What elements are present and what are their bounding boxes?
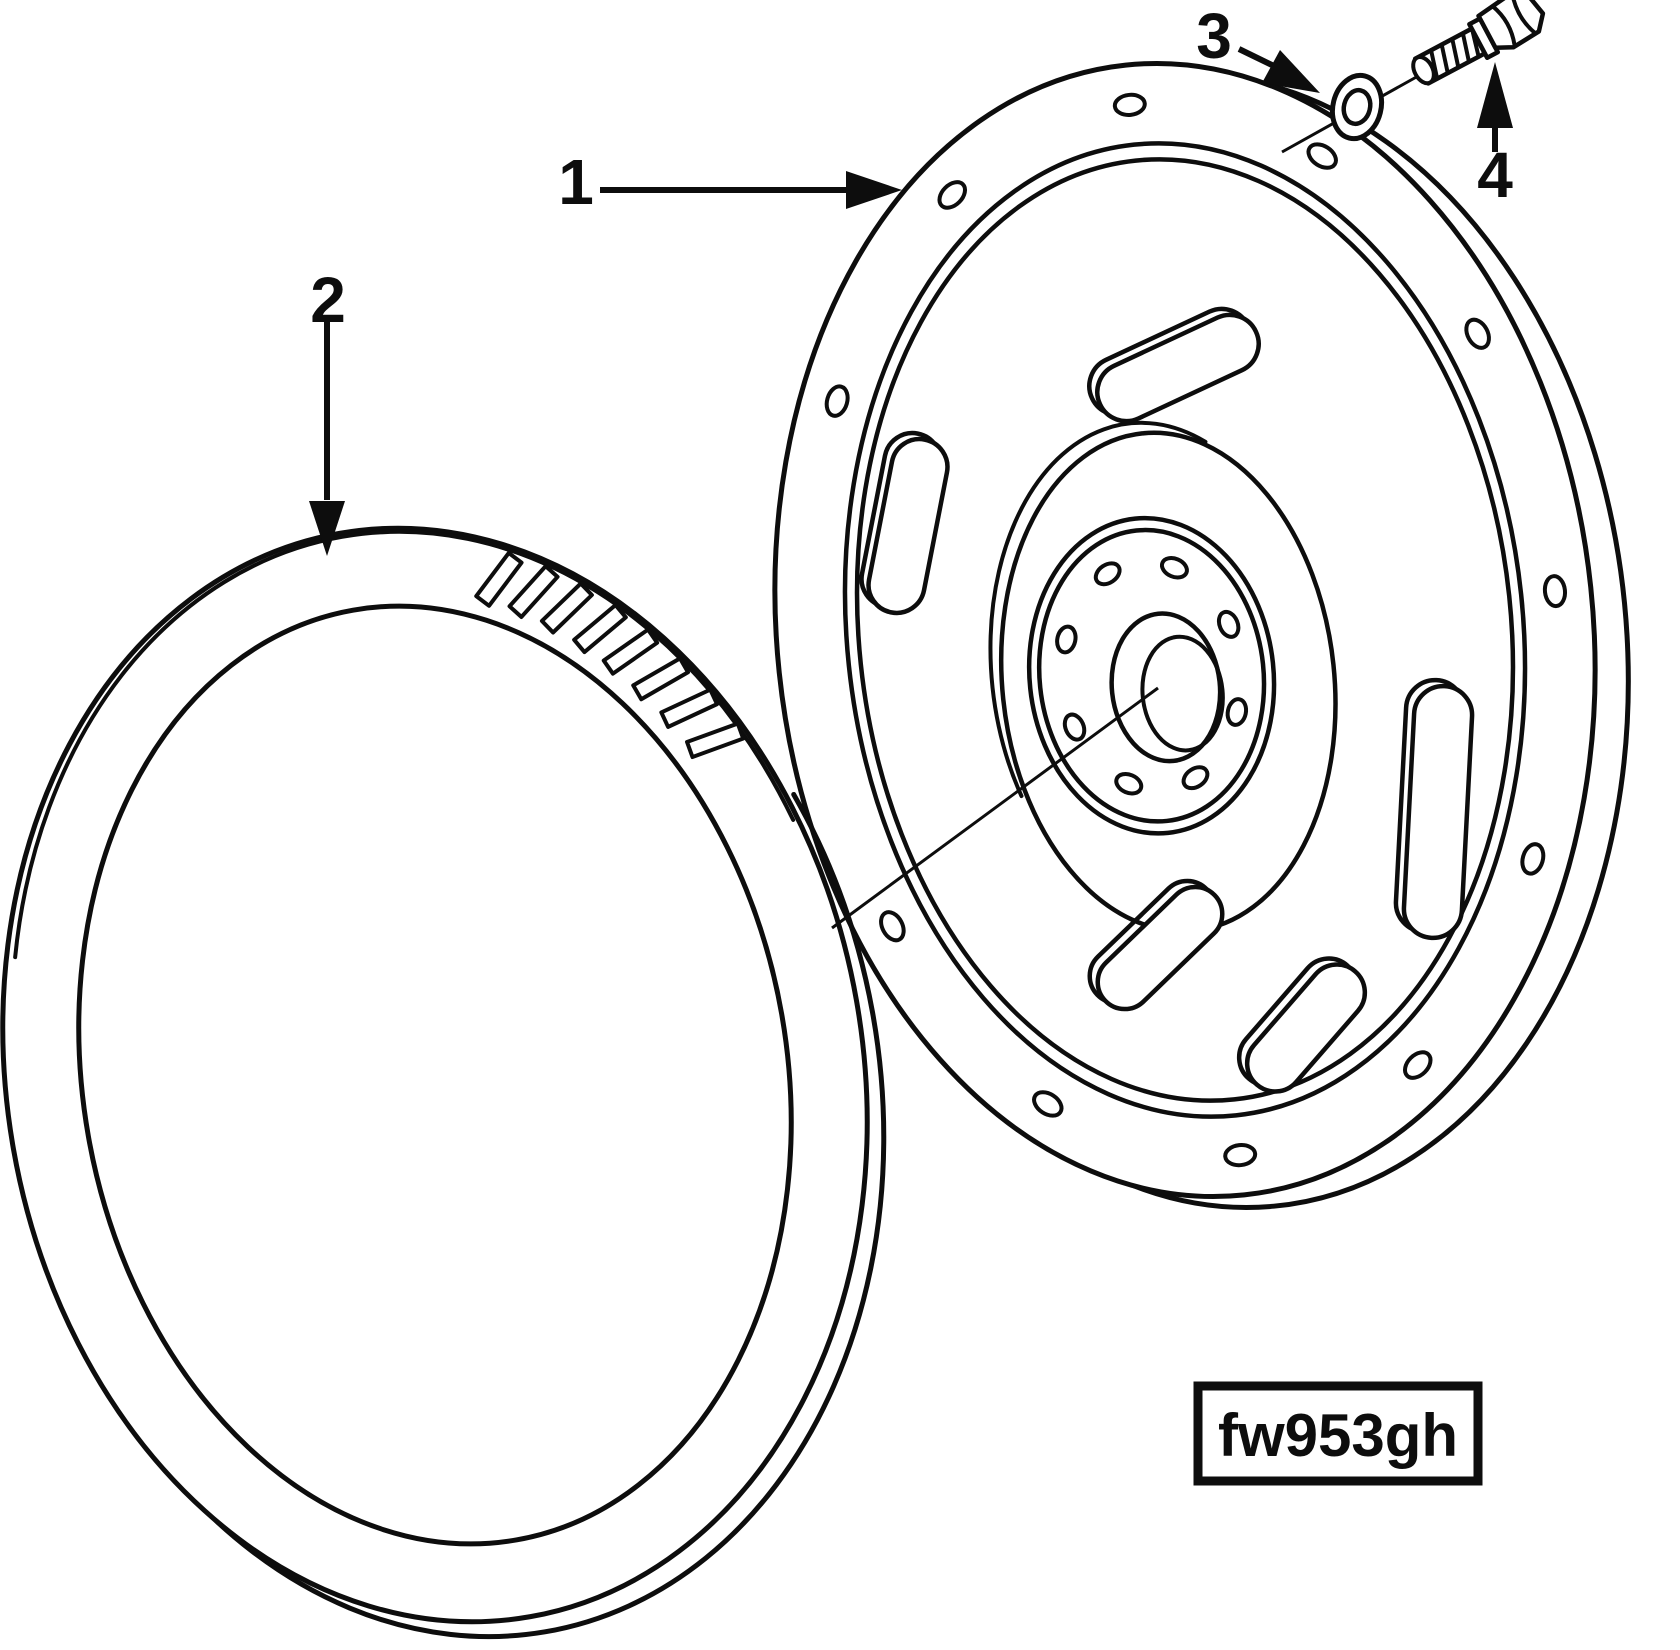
figure-code-text: fw953gh — [1218, 1402, 1458, 1469]
ring-gear-teeth — [474, 550, 746, 760]
callout-3-label: 3 — [1196, 0, 1232, 72]
ring-gear-inner-edge — [76, 603, 794, 1547]
flange-bolt-hole — [937, 180, 967, 210]
flywheel-flange-step-outer — [842, 141, 1528, 1119]
flange-bolt-hole — [1542, 574, 1568, 609]
flywheel-drawing — [772, 61, 1631, 1210]
callout-2-arrow — [309, 318, 345, 556]
flywheel-boss-step-edge — [988, 420, 1208, 799]
hub-bolt-hole — [1062, 712, 1087, 742]
capscrew-head-facet — [1490, 4, 1517, 48]
callout-1-label: 1 — [558, 146, 594, 218]
ring-gear-drawing — [0, 525, 887, 1639]
arrowhead-right-down-icon — [1262, 50, 1320, 93]
gear-tooth — [631, 656, 691, 702]
flywheel-hub-outer — [1026, 515, 1277, 836]
capscrew-drawing — [1411, 0, 1546, 86]
arrowhead-up-icon — [1477, 62, 1513, 128]
gear-tooth — [507, 564, 560, 619]
capscrew-thread-tip — [1411, 55, 1436, 86]
flywheel-hub-inner — [1036, 527, 1267, 824]
washer-drawing — [1329, 72, 1385, 142]
callout-1-arrow — [600, 171, 902, 209]
flywheel-slot — [866, 436, 950, 616]
gear-tooth — [539, 581, 594, 635]
flywheel-flange-bolt-holes — [824, 92, 1568, 1168]
gear-tooth — [601, 627, 660, 676]
flange-bolt-hole — [1403, 1050, 1433, 1080]
capscrew-head-facet — [1510, 0, 1538, 36]
flywheel-hub-bolt-holes — [1055, 556, 1249, 796]
flange-bolt-hole — [824, 384, 850, 418]
callout-3-arrow — [1237, 46, 1320, 93]
callout-4-label: 4 — [1477, 139, 1513, 211]
leader-line-ring-gear — [831, 686, 1159, 930]
hub-bolt-hole — [1181, 765, 1210, 791]
gear-tooth — [659, 687, 720, 729]
flywheel-slots — [859, 306, 1475, 1094]
flywheel-slot — [1401, 683, 1475, 941]
flange-bolt-hole — [1223, 1143, 1258, 1168]
flywheel-slot — [1095, 312, 1261, 424]
flange-bolt-hole — [1032, 1090, 1064, 1118]
hub-bolt-hole — [1225, 697, 1249, 727]
capscrew-threads — [1429, 27, 1481, 81]
hub-bolt-hole — [1055, 624, 1078, 655]
figure-code-box: fw953gh — [1193, 1381, 1483, 1486]
hub-bolt-hole — [1093, 561, 1122, 587]
hub-bolt-hole — [1159, 556, 1189, 580]
flange-bolt-hole — [879, 910, 906, 943]
flange-bolt-hole — [1464, 317, 1491, 350]
flange-bolt-hole — [1306, 142, 1338, 170]
hub-bolt-hole — [1114, 772, 1144, 796]
arrowhead-right-icon — [846, 171, 902, 209]
hub-bolt-hole — [1216, 609, 1241, 639]
washer-hole — [1341, 87, 1373, 127]
callout-2-label: 2 — [310, 264, 346, 336]
flywheel-flange-step-inner — [854, 157, 1516, 1103]
flywheel-slot — [1095, 884, 1225, 1012]
flange-bolt-hole — [1112, 92, 1147, 117]
gear-tooth — [572, 603, 628, 655]
gear-tooth — [685, 721, 746, 760]
flange-bolt-hole — [1520, 842, 1546, 876]
flywheel-slot — [1244, 962, 1368, 1094]
gear-tooth — [474, 550, 524, 608]
arrowhead-down-icon — [309, 501, 345, 556]
callout-4-arrow — [1477, 62, 1513, 152]
